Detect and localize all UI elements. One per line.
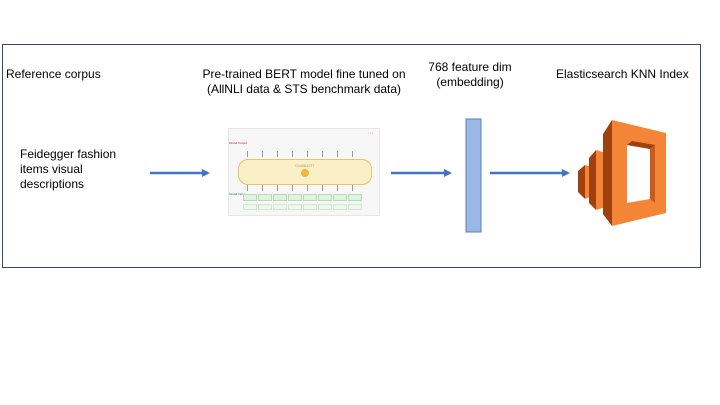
feature-dim-label: 768 feature dim (embedding) (428, 60, 512, 89)
bert-legend: ▪ ▪ ▪ (368, 131, 373, 135)
model-output-label: Model Output (229, 141, 248, 145)
distilbert-block: DistilBERT (238, 159, 372, 185)
distilbert-label: DistilBERT (295, 163, 315, 168)
diagram-frame (2, 44, 701, 268)
bert-model-image: ▪ ▪ ▪ Model Output DistilBERT Model Inpu… (228, 128, 380, 216)
elasticsearch-icon (578, 120, 666, 226)
model-input-label: Model Input (229, 192, 245, 196)
feidegger-description-label: Feidegger fashion items visual descripti… (20, 147, 117, 191)
bert-mascot-icon (301, 169, 309, 177)
embedding-vector-bar (465, 118, 482, 233)
reference-corpus-label: Reference corpus (6, 67, 101, 81)
bert-model-title: Pre-trained BERT model fine tuned on (Al… (202, 67, 406, 96)
elasticsearch-label: Elasticsearch KNN Index (556, 67, 689, 81)
